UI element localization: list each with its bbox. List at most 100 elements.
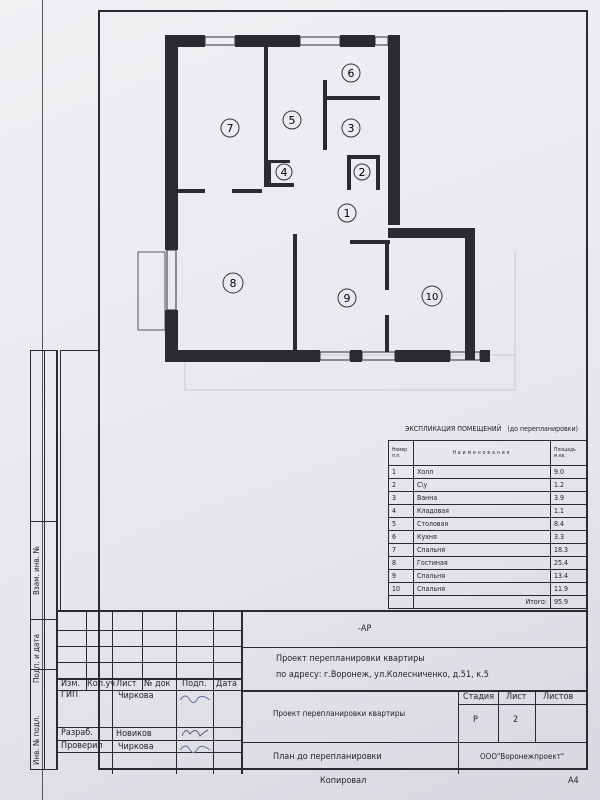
windows xyxy=(166,36,481,361)
cell-name: Кладовая xyxy=(413,504,551,518)
cell-name: Кухня xyxy=(413,530,551,544)
cell-num: 7 xyxy=(388,543,414,557)
svg-text:1: 1 xyxy=(344,207,351,220)
cell-num: 6 xyxy=(388,530,414,544)
cell-name: Столовая xyxy=(413,517,551,531)
room-4: 4 xyxy=(275,163,293,181)
check-role: Проверил xyxy=(61,741,103,751)
cell-name: Спальня xyxy=(413,569,551,583)
room-5: 5 xyxy=(282,110,302,130)
cell-area: 3.9 xyxy=(550,491,588,505)
project-title: Проект перепланировки квартиры xyxy=(276,654,425,664)
svg-text:5: 5 xyxy=(289,114,296,127)
dev-name: Новиков xyxy=(116,729,152,739)
table-header: Номер п.п. Наименование Площадь м.кв. xyxy=(388,440,588,466)
header-sign: Подп. xyxy=(182,679,207,689)
sheet-title: План до перепланировки xyxy=(273,752,382,762)
cell-num: 8 xyxy=(388,556,414,570)
cell-name: Спальня xyxy=(413,543,551,557)
cell-area: 1.2 xyxy=(550,478,588,492)
stage-value: Р xyxy=(473,715,478,725)
sheet-label: Лист xyxy=(506,692,527,702)
svg-text:7: 7 xyxy=(227,122,234,135)
cell-area: 3.3 xyxy=(550,530,588,544)
cell-area: 13.4 xyxy=(550,569,588,583)
sheets-label: Листов xyxy=(543,692,574,702)
stage-label: Стадия xyxy=(463,692,495,702)
cell-num: 4 xyxy=(388,504,414,518)
cell-empty xyxy=(388,595,414,609)
cell-area: 9.0 xyxy=(550,465,588,479)
drawing-frame xyxy=(98,10,588,770)
total-value: 95.9 xyxy=(550,595,588,609)
header-kol: Кол.уч xyxy=(87,679,116,689)
header-list: Лист xyxy=(116,679,137,689)
cell-area: 25.4 xyxy=(550,556,588,570)
floor-plan: 7 5 6 3 4 2 1 8 9 10 xyxy=(137,35,490,362)
cell-num: 10 xyxy=(388,582,414,596)
cell-name: Ванна xyxy=(413,491,551,505)
cell-name: Спальня xyxy=(413,582,551,596)
signatures xyxy=(179,695,211,754)
sign-date-label: Подп. и дата xyxy=(32,633,41,683)
header-izm: Изм. xyxy=(61,679,81,689)
copied-label: Копировал xyxy=(320,776,367,786)
dev-role: Разраб. xyxy=(61,728,93,738)
total-row: Итого:95.9 xyxy=(388,595,588,609)
sheet-value: 2 xyxy=(513,715,519,725)
room-10: 10 xyxy=(421,285,443,307)
gip-name: Чиркова xyxy=(118,691,154,701)
balcony xyxy=(137,251,166,331)
cell-area: 1.1 xyxy=(550,504,588,518)
header-date: Дата xyxy=(216,679,237,689)
company-name: ООО"Воронежпроект" xyxy=(480,752,565,761)
cell-area: 18.3 xyxy=(550,543,588,557)
side-stamp xyxy=(30,350,58,770)
cell-area: 11.9 xyxy=(550,582,588,596)
total-label: Итого: xyxy=(413,595,551,609)
section-title: Проект перепланировки квартиры xyxy=(273,709,406,718)
gip-role: ГИП xyxy=(61,690,79,700)
format-label: А4 xyxy=(568,776,579,786)
cell-num: 1 xyxy=(388,465,414,479)
replace-inv-label: Взам. инв. № xyxy=(32,546,41,595)
title-block: Изм. Кол.уч Лист № док Подп. Дата ГИП Чи… xyxy=(58,610,588,774)
cell-name: Холл xyxy=(413,465,551,479)
svg-text:3: 3 xyxy=(348,122,355,135)
room-markers: 7 5 6 3 4 2 1 8 9 10 xyxy=(220,63,443,308)
room-8: 8 xyxy=(222,272,244,294)
room-2: 2 xyxy=(353,163,371,181)
walls xyxy=(165,35,490,362)
cell-num: 3 xyxy=(388,491,414,505)
svg-text:6: 6 xyxy=(348,67,355,80)
explication-title: ЭКСПЛИКАЦИЯ ПОМЕЩЕНИЙ (до перепланировки… xyxy=(405,425,579,433)
inv-label: Инв. № подл. xyxy=(32,715,41,765)
svg-text:2: 2 xyxy=(359,166,366,179)
sheet-edge-line xyxy=(42,0,43,800)
svg-text:10: 10 xyxy=(426,292,439,303)
cell-area: 8.4 xyxy=(550,517,588,531)
svg-text:8: 8 xyxy=(230,277,237,290)
cell-num: 9 xyxy=(388,569,414,583)
cell-name: Гостиная xyxy=(413,556,551,570)
svg-text:9: 9 xyxy=(344,292,351,305)
room-1: 1 xyxy=(337,203,357,223)
room-9: 9 xyxy=(337,288,357,308)
check-name: Чиркова xyxy=(118,742,154,752)
project-code: -АР xyxy=(358,624,372,634)
project-address: по адресу: г.Воронеж, ул.Колесниченко, д… xyxy=(276,670,489,680)
cell-num: 5 xyxy=(388,517,414,531)
side-grid xyxy=(60,350,100,610)
svg-text:4: 4 xyxy=(281,166,288,179)
